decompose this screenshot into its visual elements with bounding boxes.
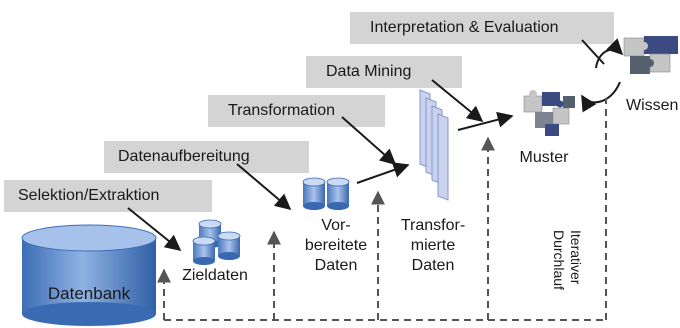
label-line: mierte bbox=[410, 237, 456, 254]
arrow-icon bbox=[127, 207, 182, 252]
arrow-icon bbox=[431, 79, 484, 123]
label-line: Daten bbox=[411, 257, 455, 274]
label-wissen: Wissen bbox=[626, 97, 679, 114]
process-arrows bbox=[127, 38, 624, 252]
arrow-icon bbox=[236, 163, 292, 211]
arrow-icon bbox=[457, 111, 514, 131]
step-selektion: Selektion/Extraktion bbox=[4, 180, 212, 212]
step-interpretation: Interpretation & Evaluation bbox=[350, 12, 614, 44]
label-line: Vor- bbox=[321, 217, 351, 234]
arrow-icon bbox=[581, 81, 621, 113]
zieldaten-cylinders-icon bbox=[192, 219, 241, 265]
arrow-icon bbox=[581, 39, 605, 65]
arrow-icon bbox=[341, 116, 397, 166]
label-vorbereitete-daten: Vor- bereitete Daten bbox=[296, 216, 376, 276]
label-line: Iterativer bbox=[568, 230, 584, 285]
label-zieldaten: Zieldaten bbox=[182, 267, 248, 284]
muster-puzzle-icon bbox=[523, 90, 575, 136]
label-line: Transfor- bbox=[400, 217, 466, 234]
wissen-puzzle-icon bbox=[623, 36, 678, 74]
arrow-icon bbox=[595, 38, 624, 69]
arrow-icon bbox=[356, 162, 410, 184]
vorbereitete-cylinders-icon bbox=[302, 177, 350, 210]
label-muster: Muster bbox=[519, 149, 569, 166]
label-datenbank: Datenbank bbox=[47, 284, 131, 303]
step-datenaufbereitung: Datenaufbereitung bbox=[104, 141, 309, 173]
label-line: Durchlauf bbox=[551, 230, 567, 290]
label-line: bereitete bbox=[304, 237, 368, 254]
label-line: Daten bbox=[314, 257, 358, 274]
transformierte-layers-icon bbox=[419, 89, 449, 201]
iterative-loop bbox=[157, 98, 607, 321]
step-transformation: Transformation bbox=[208, 95, 385, 127]
label-iterativer-durchlauf: Iterativer Durchlauf bbox=[544, 230, 584, 320]
datenbank-cylinder-icon bbox=[21, 224, 157, 326]
label-transformierte-daten: Transfor- mierte Daten bbox=[392, 216, 474, 276]
